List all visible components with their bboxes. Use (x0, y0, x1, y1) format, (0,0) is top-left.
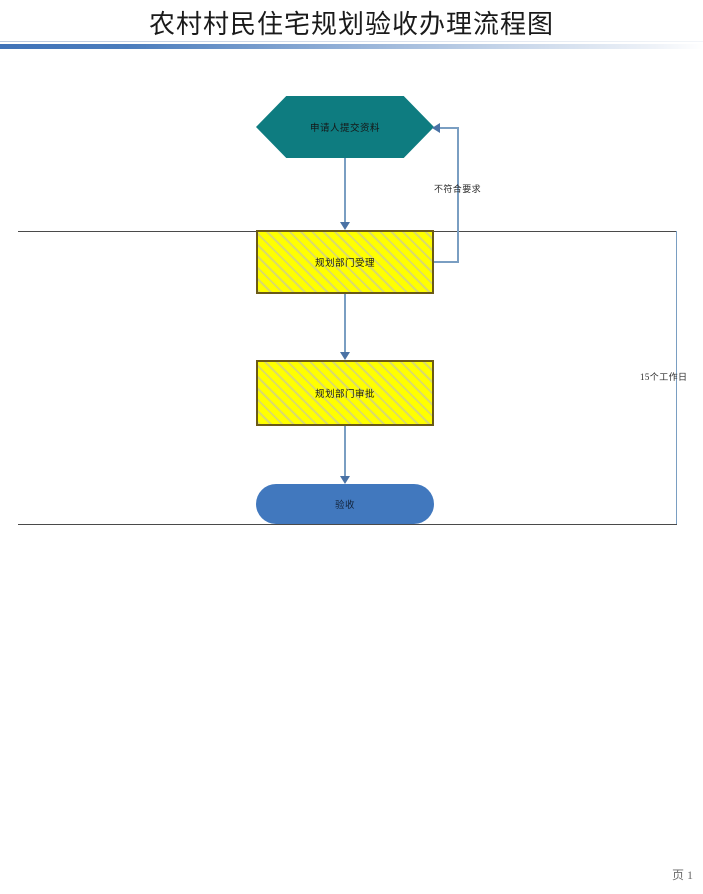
duration-bracket-bottom-rule (18, 524, 677, 525)
flow-node-approve-label: 规划部门审批 (314, 390, 375, 400)
flow-node-inspect-label: 验收 (334, 501, 355, 511)
connector-accept-to-approve (344, 294, 346, 354)
flow-node-approve[interactable]: 规划部门审批 (256, 360, 434, 426)
feedback-segment-vertical (457, 127, 459, 263)
duration-annotation-label: 15个工作日 (640, 372, 688, 382)
header-divider-thin (0, 41, 703, 42)
page-title: 农村村民住宅规划验收办理流程图 (148, 10, 554, 39)
feedback-segment-from-accept (434, 261, 458, 263)
flow-node-inspect[interactable]: 验收 (256, 484, 434, 524)
feedback-segment-to-submit (440, 127, 458, 129)
edge-label-reject: 不符合要求 (434, 184, 482, 194)
arrowhead-accept-to-approve (340, 352, 350, 360)
connector-submit-to-accept (344, 158, 346, 224)
arrowhead-feedback-to-submit (432, 123, 440, 133)
flow-node-submit[interactable]: 申请人提交资料 (256, 96, 434, 158)
flow-node-accept-label: 规划部门受理 (314, 259, 375, 269)
header-accent-bar (0, 44, 703, 49)
flowchart-canvas: 申请人提交资料 15个工作日 规划部门受理 不符合要求 规划部门审批 验收 (0, 55, 703, 845)
page-number: 页 1 (671, 868, 693, 882)
connector-approve-to-inspect (344, 426, 346, 478)
arrowhead-approve-to-inspect (340, 476, 350, 484)
arrowhead-submit-to-accept (340, 222, 350, 230)
flow-node-accept[interactable]: 规划部门受理 (256, 230, 434, 294)
duration-bracket-right-rule (676, 231, 678, 524)
flow-node-submit-label: 申请人提交资料 (309, 124, 380, 134)
hexagon-shape (256, 96, 434, 158)
